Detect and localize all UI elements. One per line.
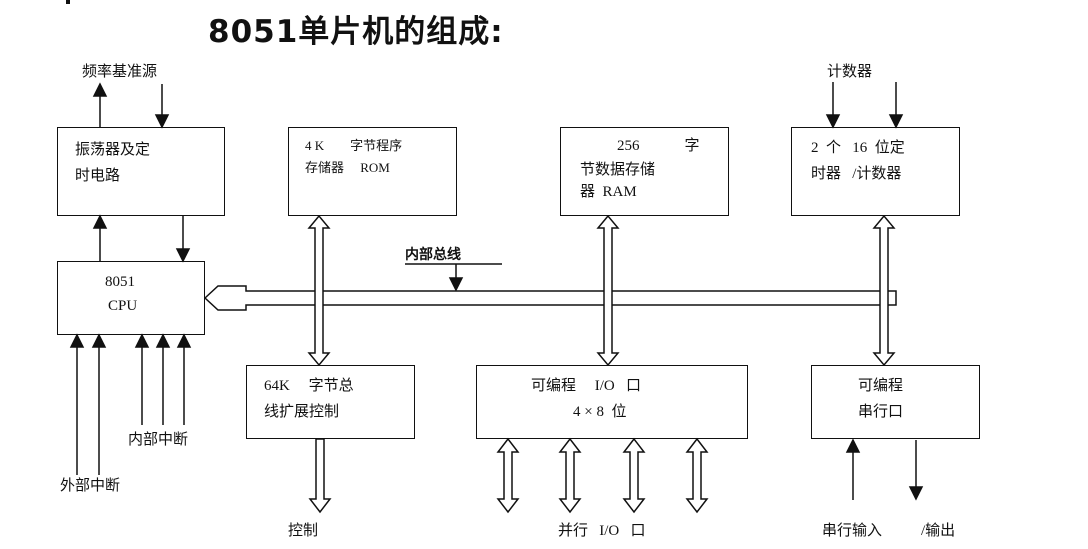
- bus-control-block: 64K 字节总 线扩展控制: [246, 365, 415, 439]
- bus-pointer-arrowhead: [448, 277, 464, 292]
- oscillator-block: 振荡器及定 时电路: [57, 127, 225, 216]
- osc-cpu-down-arrowhead: [175, 248, 191, 263]
- io-label-1: 可编程 I/O 口: [531, 378, 641, 394]
- cpu-label-2: CPU: [108, 298, 138, 314]
- timer-label-2: 时器 /计数器: [811, 166, 902, 182]
- control-out-arrow: [308, 438, 332, 514]
- serial-out-label: /输出: [921, 523, 956, 539]
- io-label-2: 4 × 8 位: [573, 404, 627, 420]
- bus-control-label-2: 线扩展控制: [264, 404, 340, 420]
- ram-block: 256 字 节数据存储 器 RAM: [560, 127, 729, 216]
- oscillator-label-1: 振荡器及定: [75, 142, 151, 158]
- rom-label-2: 存储器 ROM: [305, 160, 390, 175]
- ram-label-2: 节数据存储: [580, 162, 656, 178]
- ram-io-double-arrow: [596, 214, 620, 367]
- int-int-2-arrowhead: [155, 333, 171, 348]
- page-title: 8051单片机的组成:: [208, 14, 504, 50]
- int-int-1-arrowhead: [134, 333, 150, 348]
- cpu-label-1: 8051: [105, 274, 135, 290]
- ram-label-3: 器 RAM: [580, 184, 637, 200]
- parallel-io-arrow-4: [685, 437, 709, 514]
- internal-bus-arrow: [203, 285, 897, 311]
- serial-in-label: 串行输入: [822, 523, 883, 539]
- parallel-io-arrow-1: [496, 437, 520, 514]
- int-int-3-arrowhead: [176, 333, 192, 348]
- rom-bus-double-arrow: [307, 214, 331, 367]
- parallel-io-arrow-3: [622, 437, 646, 514]
- counter-label: 计数器: [827, 64, 873, 80]
- cpu-osc-up-arrowhead: [92, 214, 108, 229]
- timer-serial-double-arrow: [872, 214, 896, 367]
- osc-down-arrowhead: [154, 114, 170, 129]
- parallel-io-arrow-2: [558, 437, 582, 514]
- ext-int-2-arrowhead: [91, 333, 107, 348]
- corner-mark: [66, 0, 70, 4]
- external-interrupt-label: 外部中断: [60, 478, 121, 494]
- timer-label-1: 2 个 16 位定: [811, 140, 905, 156]
- ram-label-1: 256 字: [617, 138, 700, 154]
- control-label: 控制: [288, 523, 319, 539]
- oscillator-label-2: 时电路: [75, 168, 121, 184]
- serial-label-1: 可编程: [858, 378, 904, 394]
- counter-in-2-arrowhead: [888, 114, 904, 129]
- serial-label-2: 串行口: [858, 404, 904, 420]
- internal-interrupt-label: 内部中断: [128, 432, 189, 448]
- osc-up-arrowhead: [92, 82, 108, 97]
- rom-label-1: 4 K 字节程序: [305, 138, 403, 153]
- freq-ref-label: 频率基准源: [82, 64, 158, 80]
- ext-int-1-arrowhead: [69, 333, 85, 348]
- timer-block: 2 个 16 位定 时器 /计数器: [791, 127, 960, 216]
- counter-in-1-arrowhead: [825, 114, 841, 129]
- io-block: 可编程 I/O 口 4 × 8 位: [476, 365, 748, 439]
- internal-bus-label: 内部总线: [405, 247, 461, 263]
- cpu-block: 8051 CPU: [57, 261, 205, 335]
- rom-block: 4 K 字节程序 存储器 ROM: [288, 127, 457, 216]
- serial-in-arrowhead: [845, 438, 861, 453]
- serial-out-arrowhead: [908, 486, 924, 501]
- serial-block: 可编程 串行口: [811, 365, 980, 439]
- bus-control-label-1: 64K 字节总: [264, 378, 354, 394]
- parallel-io-label: 并行 I/O 口: [558, 523, 646, 539]
